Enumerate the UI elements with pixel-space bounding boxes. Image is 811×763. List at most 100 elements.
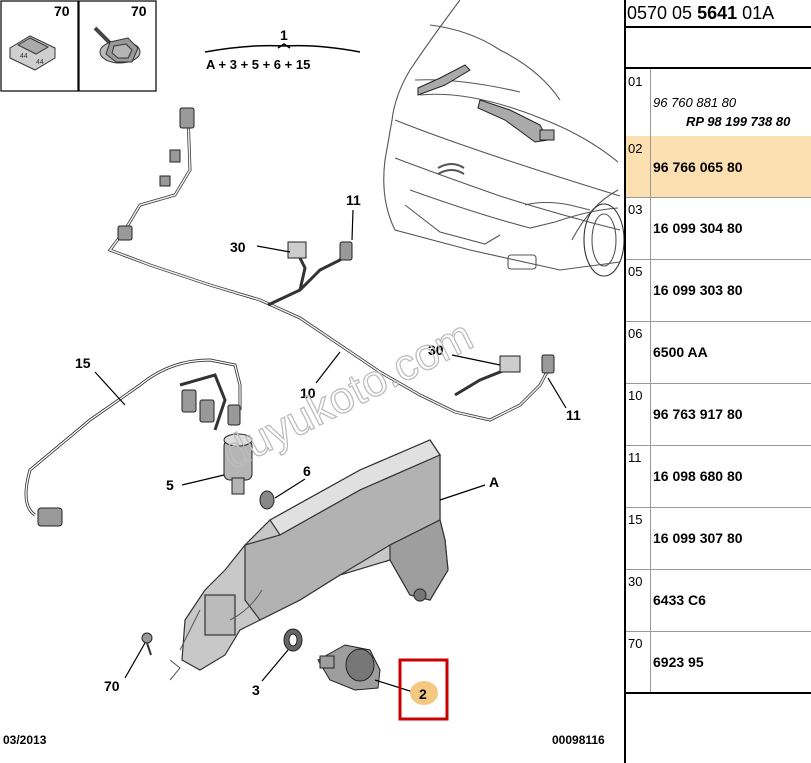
row-rule: [626, 445, 811, 446]
seal-3: [283, 628, 303, 652]
thumbnail-bolt-number: 70: [131, 3, 147, 19]
row-part-number: 6433 C6: [653, 592, 706, 608]
table-row[interactable]: 06 6500 AA: [626, 321, 811, 383]
row-item-number: 05: [628, 264, 643, 279]
table-row[interactable]: 01 96 760 881 80 RP 98 199 738 80: [626, 69, 811, 136]
table-row[interactable]: 11 16 098 680 80: [626, 445, 811, 507]
row-separator: [650, 445, 651, 507]
highlight-box: [398, 658, 449, 721]
callout-2: 2: [419, 686, 427, 702]
row-part-number: 96 766 065 80: [653, 159, 743, 175]
callout-labels: 11 30 15 10 30 11 5 6 A 70 3: [75, 192, 581, 698]
title-prefix: 0570 05: [627, 3, 698, 23]
table-title: 0570 05 5641 01A: [627, 0, 811, 28]
windscreen-washer-parts: [417, 64, 555, 143]
callout-11-top[interactable]: 11: [346, 192, 361, 208]
row-rule: [626, 383, 811, 384]
clip-icon: 44 44: [9, 35, 56, 71]
row-separator: [650, 259, 651, 321]
svg-text:44: 44: [20, 53, 28, 60]
thumbnail-clip-number: 70: [54, 3, 70, 19]
svg-text:44: 44: [36, 59, 44, 66]
row-separator: [650, 136, 651, 197]
row-separator: [650, 631, 651, 692]
assembly-number: 1: [280, 27, 288, 43]
callout-30-left[interactable]: 30: [230, 239, 246, 255]
table-row[interactable]: 02 96 766 065 80: [626, 136, 811, 197]
row-rule: [626, 197, 811, 198]
bolt-70: [141, 632, 153, 656]
row-separator: [650, 383, 651, 445]
row-separator: [650, 69, 651, 136]
table-row[interactable]: 15 16 099 307 80: [626, 507, 811, 569]
assembly-header: 1 A + 3 + 5 + 6 + 15: [204, 27, 361, 72]
washer-reservoir-A: [181, 439, 449, 671]
row-rule: [626, 569, 811, 570]
row-rule: [626, 321, 811, 322]
callout-70[interactable]: 70: [104, 678, 120, 694]
row-rule: [626, 259, 811, 260]
callout-5[interactable]: 5: [166, 477, 174, 493]
car-illustration: [383, 0, 624, 277]
assembly-formula: A + 3 + 5 + 6 + 15: [206, 57, 310, 72]
washer-pump-5: [223, 433, 253, 495]
callout-11-right[interactable]: 11: [566, 407, 581, 423]
row-item-number: 02: [628, 141, 643, 156]
row-item-number: 30: [628, 574, 643, 589]
hose-15: [24, 358, 242, 517]
parts-diagram: 70 44 44 70 1 A + 3 + 5 + 6 + 15: [0, 0, 624, 747]
highlighted-callout-2[interactable]: 2: [398, 658, 449, 721]
hose-15-connectors: [37, 389, 241, 527]
title-bold: 5641: [697, 3, 738, 23]
row-item-number: 03: [628, 202, 643, 217]
row-part-number: 16 099 307 80: [653, 530, 743, 546]
harness-connectors: [117, 107, 555, 374]
row-separator: [650, 507, 651, 569]
grommet-6: [259, 490, 275, 510]
title-suffix: 01A: [737, 3, 775, 23]
thumbnail-bolt[interactable]: 70: [78, 0, 157, 92]
row-item-number: 01: [628, 74, 643, 89]
thumbnail-clip[interactable]: 70 44 44: [0, 0, 79, 92]
callout-3[interactable]: 3: [252, 682, 260, 698]
table-divider: [624, 0, 626, 763]
row-part-number: 96 763 917 80: [653, 406, 743, 422]
callout-A[interactable]: A: [489, 474, 499, 490]
row-rule: [626, 507, 811, 508]
reservoir-detail-lines: [169, 589, 263, 681]
callout-15[interactable]: 15: [75, 355, 91, 371]
row-part-number: 6500 AA: [653, 344, 708, 360]
row-separator: [650, 321, 651, 383]
callout-badge: [410, 681, 438, 705]
row-part-number: 16 099 304 80: [653, 220, 743, 236]
row-item-number: 06: [628, 326, 643, 341]
callout-10[interactable]: 10: [300, 385, 316, 401]
level-sensor-2: [317, 644, 381, 691]
row-rule: [626, 631, 811, 632]
table-row[interactable]: 03 16 099 304 80: [626, 197, 811, 259]
table-row[interactable]: 30 6433 C6: [626, 569, 811, 631]
row-part-number: 16 098 680 80: [653, 468, 743, 484]
table-row[interactable]: 70 6923 95: [626, 631, 811, 692]
callout-30-right[interactable]: 30: [428, 342, 444, 358]
row-replacement-number: RP 98 199 738 80: [686, 114, 791, 129]
table-row[interactable]: 05 16 099 303 80: [626, 259, 811, 321]
row-separator: [650, 197, 651, 259]
row-item-number: 70: [628, 636, 643, 651]
row-item-number: 11: [628, 450, 642, 465]
diagram-doc-number: 00098116: [552, 733, 605, 747]
bolt-icon: [93, 26, 141, 64]
table-rule-top: [626, 26, 811, 28]
table-row[interactable]: 10 96 763 917 80: [626, 383, 811, 445]
watermark: duyukoto.com: [214, 311, 480, 479]
callout-6[interactable]: 6: [303, 463, 311, 479]
row-part-number: 6923 95: [653, 654, 704, 670]
row-separator: [650, 569, 651, 631]
row-item-number: 15: [628, 512, 643, 527]
row-part-number: 96 760 881 80: [653, 95, 737, 110]
row-item-number: 10: [628, 388, 643, 403]
diagram-date: 03/2013: [3, 733, 47, 747]
row-part-number: 16 099 303 80: [653, 282, 743, 298]
table-rule-header: [626, 67, 811, 69]
row-rule: [626, 692, 811, 694]
